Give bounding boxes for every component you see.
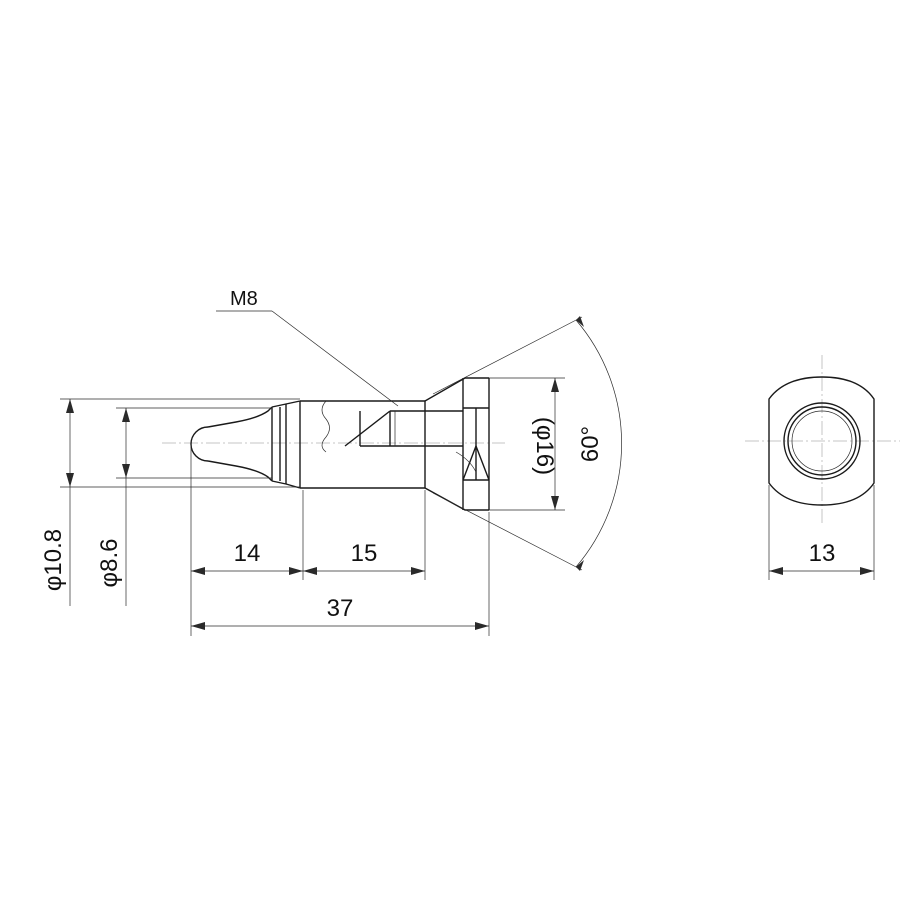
angle-arc <box>575 319 622 568</box>
thread-diagonal <box>344 410 391 447</box>
thread-leader-line <box>271 310 399 407</box>
angle-label: 60° <box>577 426 604 462</box>
tip-taper-bottom <box>207 460 273 482</box>
thread-break-line <box>321 400 330 453</box>
end-width-arrow-left <box>769 567 783 575</box>
tip-taper-top <box>207 406 273 428</box>
len-tip-arrow-left <box>191 567 205 575</box>
end-view: 13 <box>745 355 900 580</box>
len-tip-arrow-right <box>289 567 303 575</box>
dia-large-label: φ10.8 <box>40 529 67 591</box>
hex-outline <box>768 376 875 506</box>
len-body-arrow-right <box>411 567 425 575</box>
part-outline <box>190 377 490 511</box>
angle-arrow-bottom <box>576 560 584 571</box>
len-total-arrow-left <box>191 622 205 630</box>
dia-large-arrow-top <box>66 399 74 413</box>
end-width-arrow-right <box>860 567 874 575</box>
flange-v-curve <box>455 451 477 473</box>
bore-inner <box>791 410 853 472</box>
flange-chamfer-top <box>424 377 489 402</box>
flange-chamfer-bottom <box>424 487 489 511</box>
bore-middle <box>787 406 857 476</box>
angle-arrow-top <box>576 316 584 327</box>
tip-nose <box>190 426 209 462</box>
flange-v-notch <box>462 445 490 481</box>
collar-top-edge <box>271 400 301 408</box>
len-body-label: 15 <box>351 540 378 567</box>
hex-diameter-label: (φ16) <box>531 417 558 475</box>
dia-small-label: φ8.6 <box>96 539 123 588</box>
end-width-label: 13 <box>809 540 836 567</box>
bore-outer <box>783 402 861 480</box>
hex-dim-arrow-top <box>551 378 559 392</box>
len-tip-label: 14 <box>234 540 261 567</box>
len-total-arrow-right <box>475 622 489 630</box>
dia-small-arrow-bottom <box>122 464 130 478</box>
dia-small-arrow-top <box>122 408 130 422</box>
side-view: 60° (φ16) M8 φ10.8 φ8.6 <box>40 288 622 636</box>
len-body-arrow-left <box>303 567 317 575</box>
angle-line-lower <box>432 492 583 571</box>
angle-line-upper <box>432 316 583 395</box>
hex-dim-arrow-bottom <box>551 496 559 510</box>
thread-label: M8 <box>230 288 258 310</box>
len-total-label: 37 <box>327 595 354 622</box>
dia-large-arrow-bottom <box>66 473 74 487</box>
